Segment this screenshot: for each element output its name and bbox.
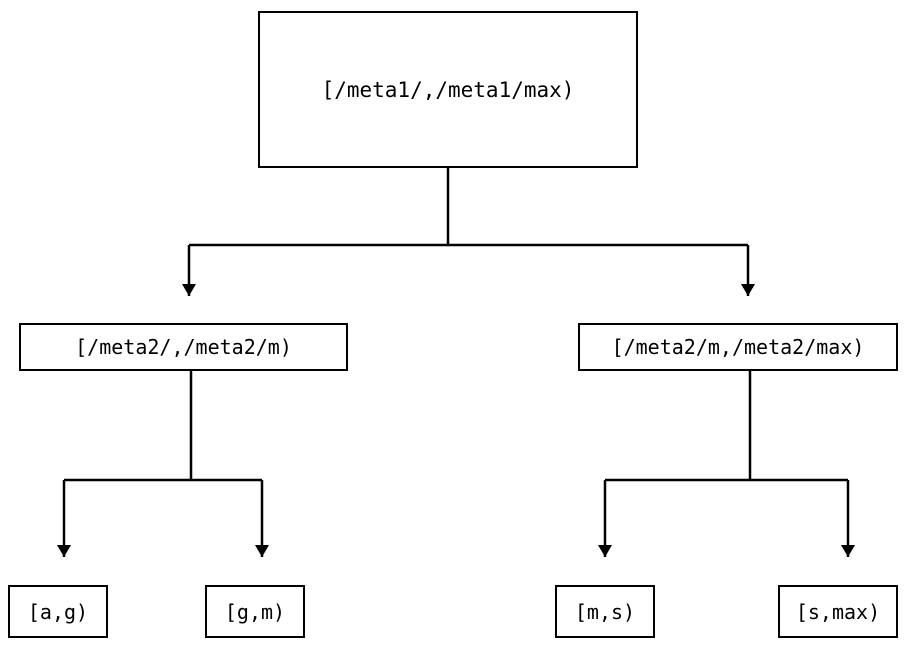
tree-leaf-s-max: [s,max) bbox=[778, 585, 898, 638]
tree-node-meta2-upper: [/meta2/m,/meta2/max) bbox=[578, 323, 898, 371]
tree-node-root: [/meta1/,/meta1/max) bbox=[258, 11, 638, 168]
tree-leaf-a-g: [a,g) bbox=[8, 585, 108, 638]
tree-leaf-g-m: [g,m) bbox=[205, 585, 305, 638]
tree-leaf-m-s: [m,s) bbox=[555, 585, 655, 638]
tree-node-meta2-lower: [/meta2/,/meta2/m) bbox=[19, 323, 348, 371]
